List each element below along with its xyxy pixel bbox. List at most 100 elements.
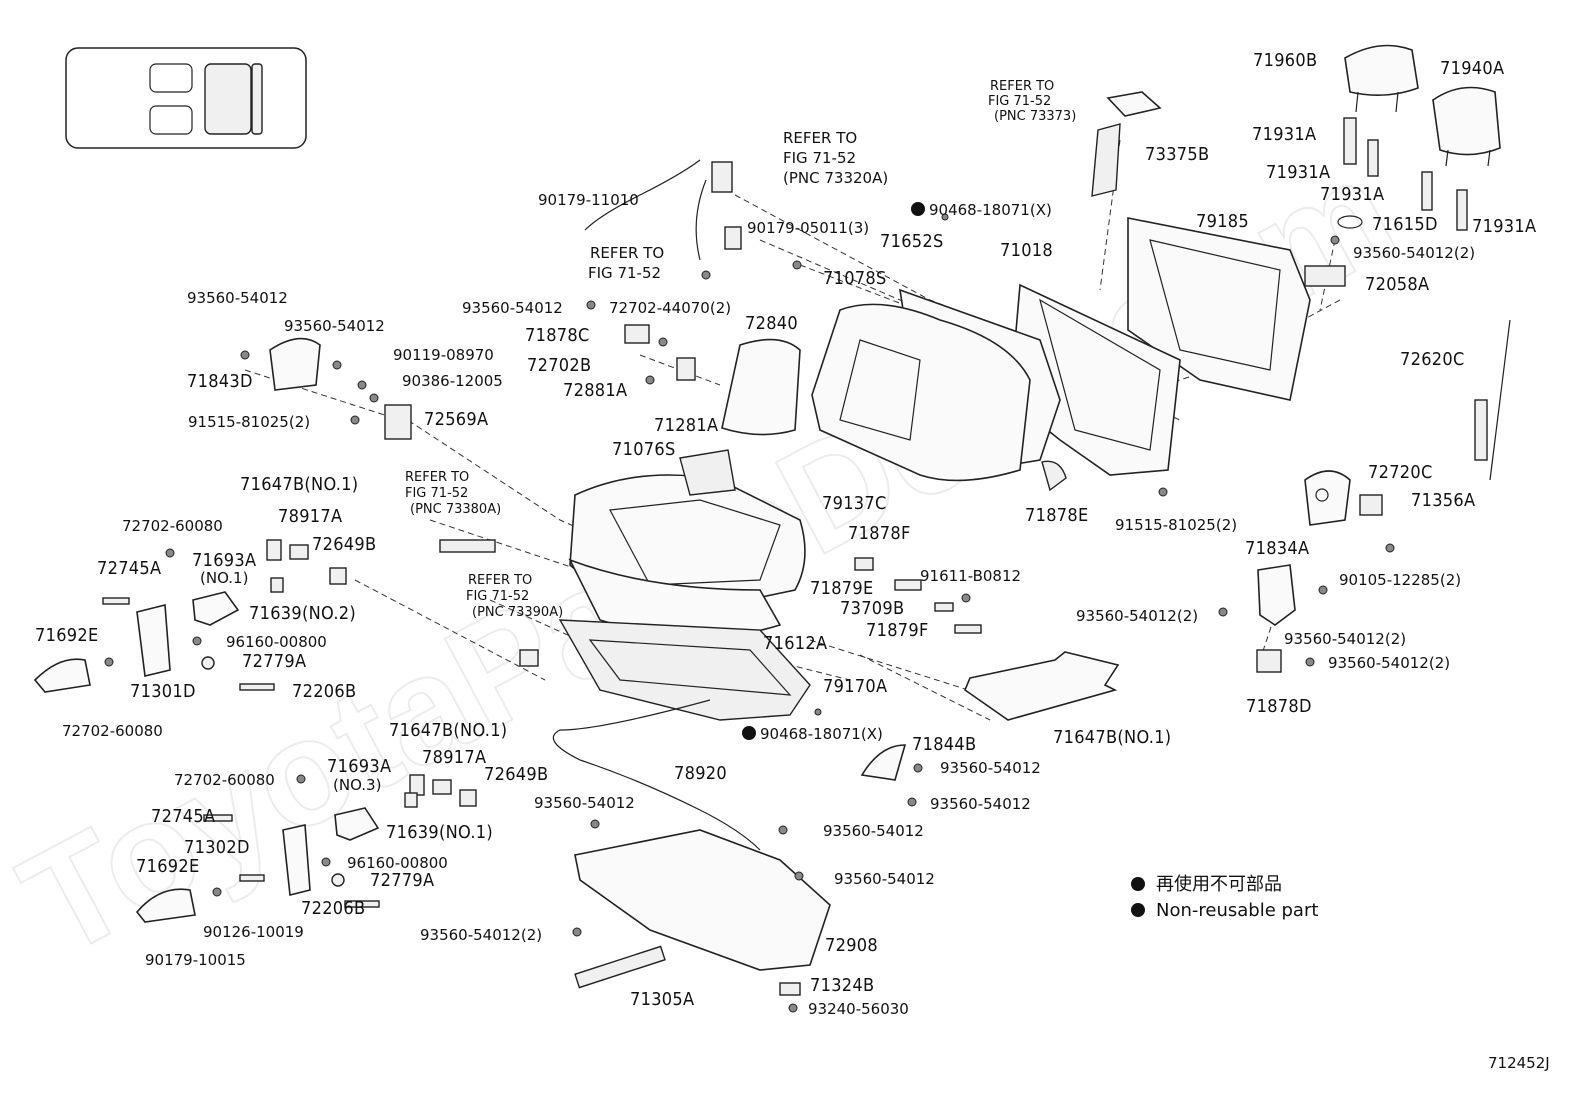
svg-text:REFER TO: REFER TO (783, 129, 857, 147)
label-71878D: 71878D (1246, 696, 1312, 717)
cover-71692E-a (33, 658, 91, 693)
label-78920: 78920 (674, 763, 727, 784)
label-90179-11010: 90179-11010 (538, 191, 639, 209)
label-71615D: 71615D (1372, 214, 1438, 235)
label-72702-44070: 72702-44070(2) (609, 299, 731, 317)
label-72206B: 72206B (292, 681, 356, 702)
headrest-71960B (1344, 44, 1419, 113)
label-96160-00800: 96160-00800 (226, 633, 327, 651)
label-93560-54012-2: 93560-54012(2) (1328, 654, 1450, 672)
label-91611-B0812: 91611-B0812 (920, 567, 1021, 585)
label-71844B: 71844B (912, 734, 976, 755)
label-72745A: 72745A (151, 806, 215, 827)
label-72702-60080: 72702-60080 (174, 771, 275, 789)
ref-fig-71-52: REFER TO FIG 71-52 (588, 244, 664, 282)
svg-text:(PNC 73373): (PNC 73373) (994, 109, 1076, 124)
label-72620C: 72620C (1400, 349, 1465, 370)
label-90386-12005: 90386-12005 (402, 372, 503, 390)
label-93560-54012: 93560-54012 (462, 299, 563, 317)
label-72840: 72840 (745, 313, 798, 334)
undercover-72908 (574, 829, 831, 971)
label-93240-56030: 93240-56030 (808, 1000, 909, 1018)
label-71692E: 71692E (136, 856, 200, 877)
label-71931A: 71931A (1472, 216, 1536, 237)
svg-text:FIG 71-52: FIG 71-52 (405, 486, 468, 501)
label-91515-81025: 91515-81025(2) (1115, 516, 1237, 534)
svg-text:FIG 71-52: FIG 71-52 (988, 94, 1051, 109)
label-72779A: 72779A (370, 870, 434, 891)
cover-71693A-b (334, 807, 380, 841)
label-71639: 71639(NO.1) (386, 822, 493, 843)
label-71693A: 71693A (192, 550, 256, 571)
label-71879F: 71879F (866, 620, 929, 641)
label-93560-54012-2: 93560-54012(2) (1353, 244, 1475, 262)
ref-73380A: REFER TO FIG 71-52 (PNC 73380A) (405, 470, 501, 517)
part-labels: 71960B 71940A 71931A 71931A 71931A 71931… (35, 50, 1536, 1018)
label-90119-08970: 90119-08970 (393, 346, 494, 364)
label-71693A: 71693A (327, 756, 391, 777)
label-71652S: 71652S (880, 231, 944, 252)
label-71078S: 71078S (823, 268, 887, 289)
label-71647B: 71647B(NO.1) (240, 474, 358, 495)
label-71693A-no3: (NO.3) (333, 776, 381, 794)
label-93560-54012-2: 93560-54012(2) (1076, 607, 1198, 625)
label-72881A: 72881A (563, 380, 627, 401)
seat-pan-79170A (558, 619, 811, 721)
stopper-71305A (574, 945, 666, 989)
svg-text:FIG 71-52: FIG 71-52 (466, 589, 529, 604)
headrest-71940A (1432, 86, 1501, 167)
cover-71834A (1257, 564, 1296, 626)
label-93560-54012: 93560-54012 (284, 317, 385, 335)
label-71612A: 71612A (763, 633, 827, 654)
svg-text:REFER TO: REFER TO (468, 573, 532, 588)
label-93560-54012: 93560-54012 (187, 289, 288, 307)
label-72702B: 72702B (527, 355, 591, 376)
non-reusable-marker (911, 202, 925, 216)
label-71076S: 71076S (612, 439, 676, 460)
label-71639: 71639(NO.2) (249, 603, 356, 624)
svg-text:(PNC 73380A): (PNC 73380A) (410, 502, 501, 517)
seatback-pad-72840 (721, 338, 801, 436)
label-71879E: 71879E (810, 578, 874, 599)
label-71281A: 71281A (654, 415, 718, 436)
seatback-cover-71078S (811, 303, 1031, 482)
ref-73320A: REFER TO FIG 71-52 (PNC 73320A) (783, 129, 888, 187)
label-71324B: 71324B (810, 975, 874, 996)
svg-text:REFER TO: REFER TO (990, 79, 1054, 94)
label-93560-54012: 93560-54012 (930, 795, 1031, 813)
hinge-cover-71843D (269, 337, 321, 391)
recliner-72720C (1304, 470, 1351, 526)
label-71301D: 71301D (130, 681, 196, 702)
label-79170A: 79170A (823, 676, 887, 697)
label-72569A: 72569A (424, 409, 488, 430)
label-72206B: 72206B (301, 898, 365, 919)
bracket-73375B (1091, 91, 1162, 197)
seatbelt-retractor (584, 159, 742, 261)
label-72702-60080: 72702-60080 (62, 722, 163, 740)
headrest-guides (1337, 117, 1468, 231)
legend-marker (1131, 877, 1145, 891)
label-96160-00800: 96160-00800 (347, 854, 448, 872)
label-72720C: 72720C (1368, 462, 1433, 483)
svg-text:(PNC 73320A): (PNC 73320A) (783, 169, 888, 187)
figure-id: 712452J (1488, 1054, 1550, 1072)
label-71692E: 71692E (35, 625, 99, 646)
non-reusable-marker (742, 726, 756, 740)
small-brackets (384, 324, 1383, 996)
cover-71692E-b (135, 888, 196, 923)
label-71305A: 71305A (630, 989, 694, 1010)
label-93560-54012-2: 93560-54012(2) (420, 926, 542, 944)
ref-73373: REFER TO FIG 71-52 (PNC 73373) (988, 79, 1076, 124)
label-93560-54012-2: 93560-54012(2) (1284, 630, 1406, 648)
label-90179-05011: 90179-05011(3) (747, 219, 869, 237)
label-71647B: 71647B(NO.1) (389, 720, 507, 741)
label-90179-10015: 90179-10015 (145, 951, 246, 969)
svg-text:FIG 71-52: FIG 71-52 (783, 149, 856, 167)
label-79137C: 79137C (822, 493, 887, 514)
label-72702-60080: 72702-60080 (122, 517, 223, 535)
svg-text:REFER TO: REFER TO (405, 470, 469, 485)
label-90105-12285: 90105-12285(2) (1339, 571, 1461, 589)
label-71647B: 71647B(NO.1) (1053, 727, 1171, 748)
label-71878C: 71878C (525, 325, 590, 346)
